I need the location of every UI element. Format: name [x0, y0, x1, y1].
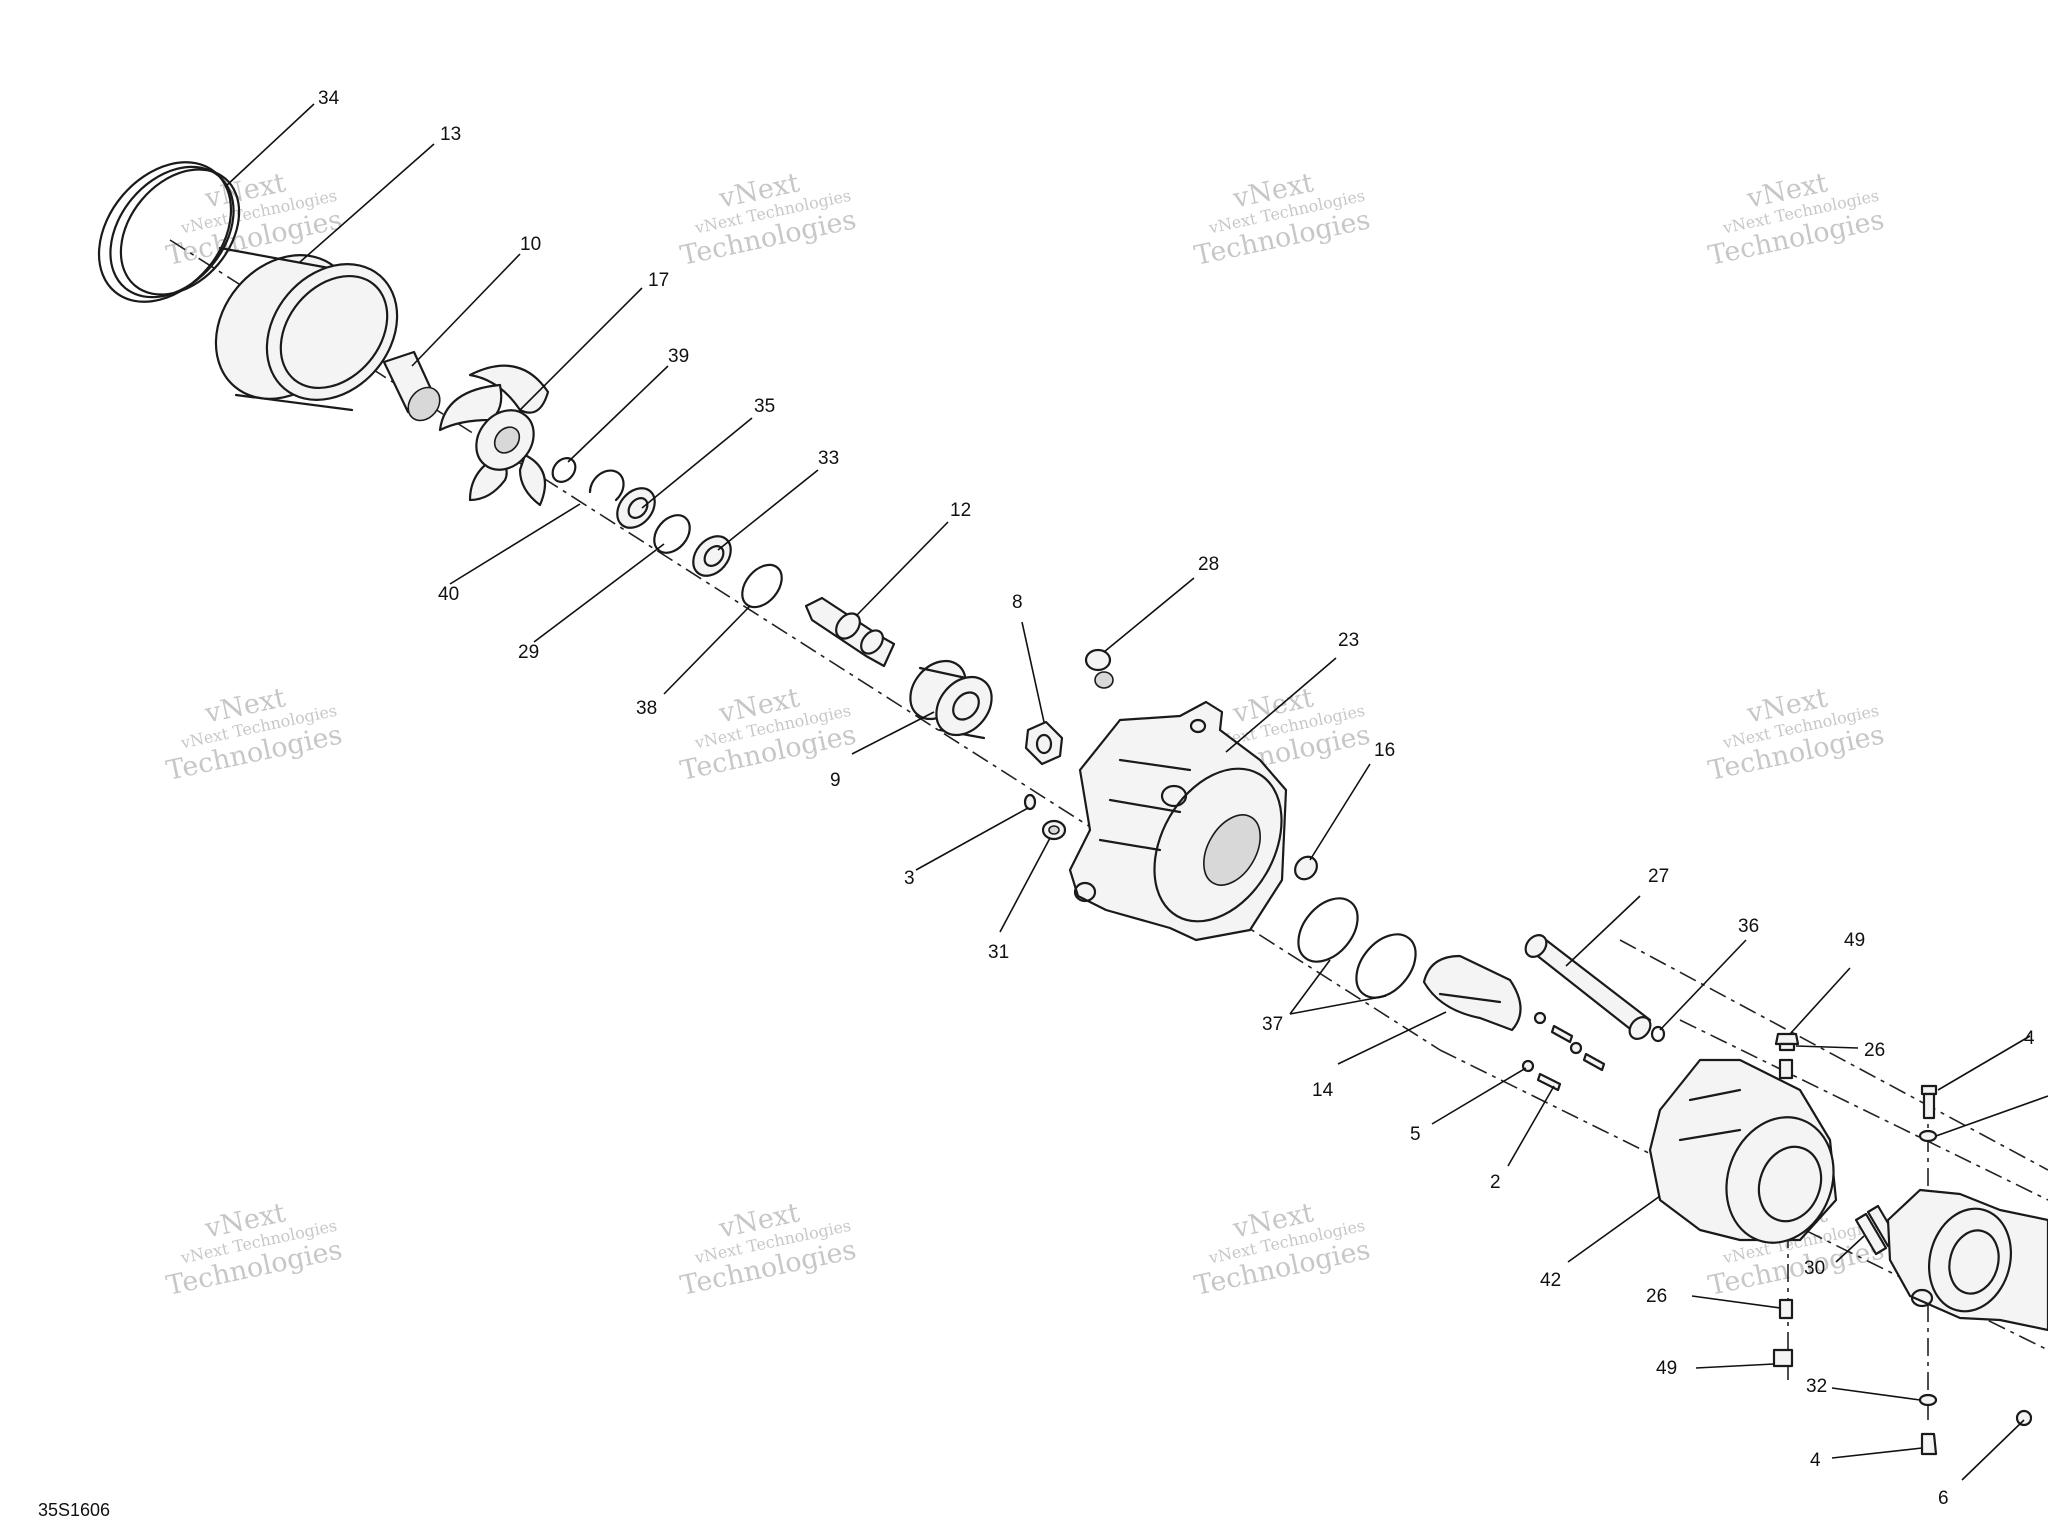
- callout: 2: [1490, 1172, 1501, 1193]
- part-42-venturi: [1648, 1058, 1838, 1244]
- callout: 31: [988, 942, 1009, 963]
- part-17-impeller: [438, 364, 550, 507]
- part-37-o-ring-a: [1297, 897, 1359, 963]
- part-26-bushing-top: [1778, 1058, 1794, 1080]
- part-31-washer: [1041, 819, 1067, 841]
- part-49-screw-bottom: [1772, 1348, 1794, 1368]
- callout: 5: [1410, 1124, 1421, 1145]
- callout: 38: [636, 698, 657, 719]
- part-27-tube: [1524, 934, 1652, 1040]
- part-49-screw-top: [1774, 1032, 1800, 1052]
- part-28-plug: [1084, 648, 1114, 689]
- callout: 4: [2024, 1028, 2035, 1049]
- callout-labels: 34 13 10 17 39 35 33 40 29 38 12 8 28 23…: [318, 88, 2035, 1509]
- callout: 40: [438, 584, 459, 605]
- part-36-o-ring: [1650, 1025, 1666, 1043]
- callout: 42: [1540, 1270, 1561, 1291]
- callout: 4: [1810, 1450, 1821, 1471]
- part-33-bearing: [692, 535, 732, 577]
- callout: 28: [1198, 554, 1219, 575]
- callout: 6: [1938, 1488, 1949, 1509]
- callout: 49: [1656, 1358, 1677, 1379]
- part-29-ring: [653, 514, 691, 554]
- part-34-wear-ring: [97, 161, 241, 303]
- part-14-cone: [1422, 954, 1522, 1032]
- callout: 9: [830, 770, 841, 791]
- part-23-pump-housing: [1068, 700, 1288, 942]
- steering-nozzle: [1886, 1188, 2048, 1332]
- small-fasteners: [1521, 1011, 1606, 1092]
- part-26-bushing-bottom: [1778, 1298, 1794, 1320]
- callout: 36: [1738, 916, 1759, 937]
- callout: 35: [754, 396, 775, 417]
- callout: 3: [904, 868, 915, 889]
- part-35-seal: [616, 487, 656, 529]
- part-32-washer-bottom: [1918, 1393, 1938, 1407]
- figure-code: 35S1606: [38, 1500, 110, 1520]
- leader-lines: [225, 103, 2048, 1481]
- part-16-sleeve: [1294, 855, 1318, 881]
- callout: 12: [950, 500, 971, 521]
- part-40-circlip: [588, 469, 625, 502]
- part-39-o-ring: [551, 457, 577, 483]
- part-3-pin: [1023, 793, 1037, 811]
- part-37-o-ring-b: [1355, 933, 1417, 999]
- callout: 17: [648, 270, 669, 291]
- callout: 10: [520, 234, 541, 255]
- callout: 29: [518, 642, 539, 663]
- part-4-screw-right: [1920, 1084, 1938, 1120]
- part-4-screw-bottom: [1920, 1432, 1938, 1456]
- part-32-washer-right: [1918, 1129, 1938, 1143]
- callout: 49: [1844, 930, 1865, 951]
- callout: 33: [818, 448, 839, 469]
- callout: 14: [1312, 1080, 1334, 1101]
- part-13-impeller-housing-ring: [214, 246, 399, 412]
- callout: 34: [318, 88, 340, 109]
- callout: 37: [1262, 1014, 1283, 1035]
- part-6-washer: [2015, 1409, 2033, 1427]
- callout: 32: [1806, 1376, 1827, 1397]
- part-12-drive-shaft: [804, 596, 896, 668]
- part-8-nut: [1024, 720, 1064, 766]
- callout: 16: [1374, 740, 1395, 761]
- callout: 8: [1012, 592, 1023, 613]
- callout: 13: [440, 124, 461, 145]
- part-38-o-ring: [741, 563, 783, 609]
- callout: 23: [1338, 630, 1359, 651]
- part-9-bearing-sleeve: [909, 659, 993, 740]
- callout: 30: [1804, 1258, 1825, 1279]
- callout: 39: [668, 346, 689, 367]
- callout: 26: [1646, 1286, 1667, 1307]
- callout: 27: [1648, 866, 1669, 887]
- part-10-cone: [382, 350, 441, 422]
- callout: 26: [1864, 1040, 1885, 1061]
